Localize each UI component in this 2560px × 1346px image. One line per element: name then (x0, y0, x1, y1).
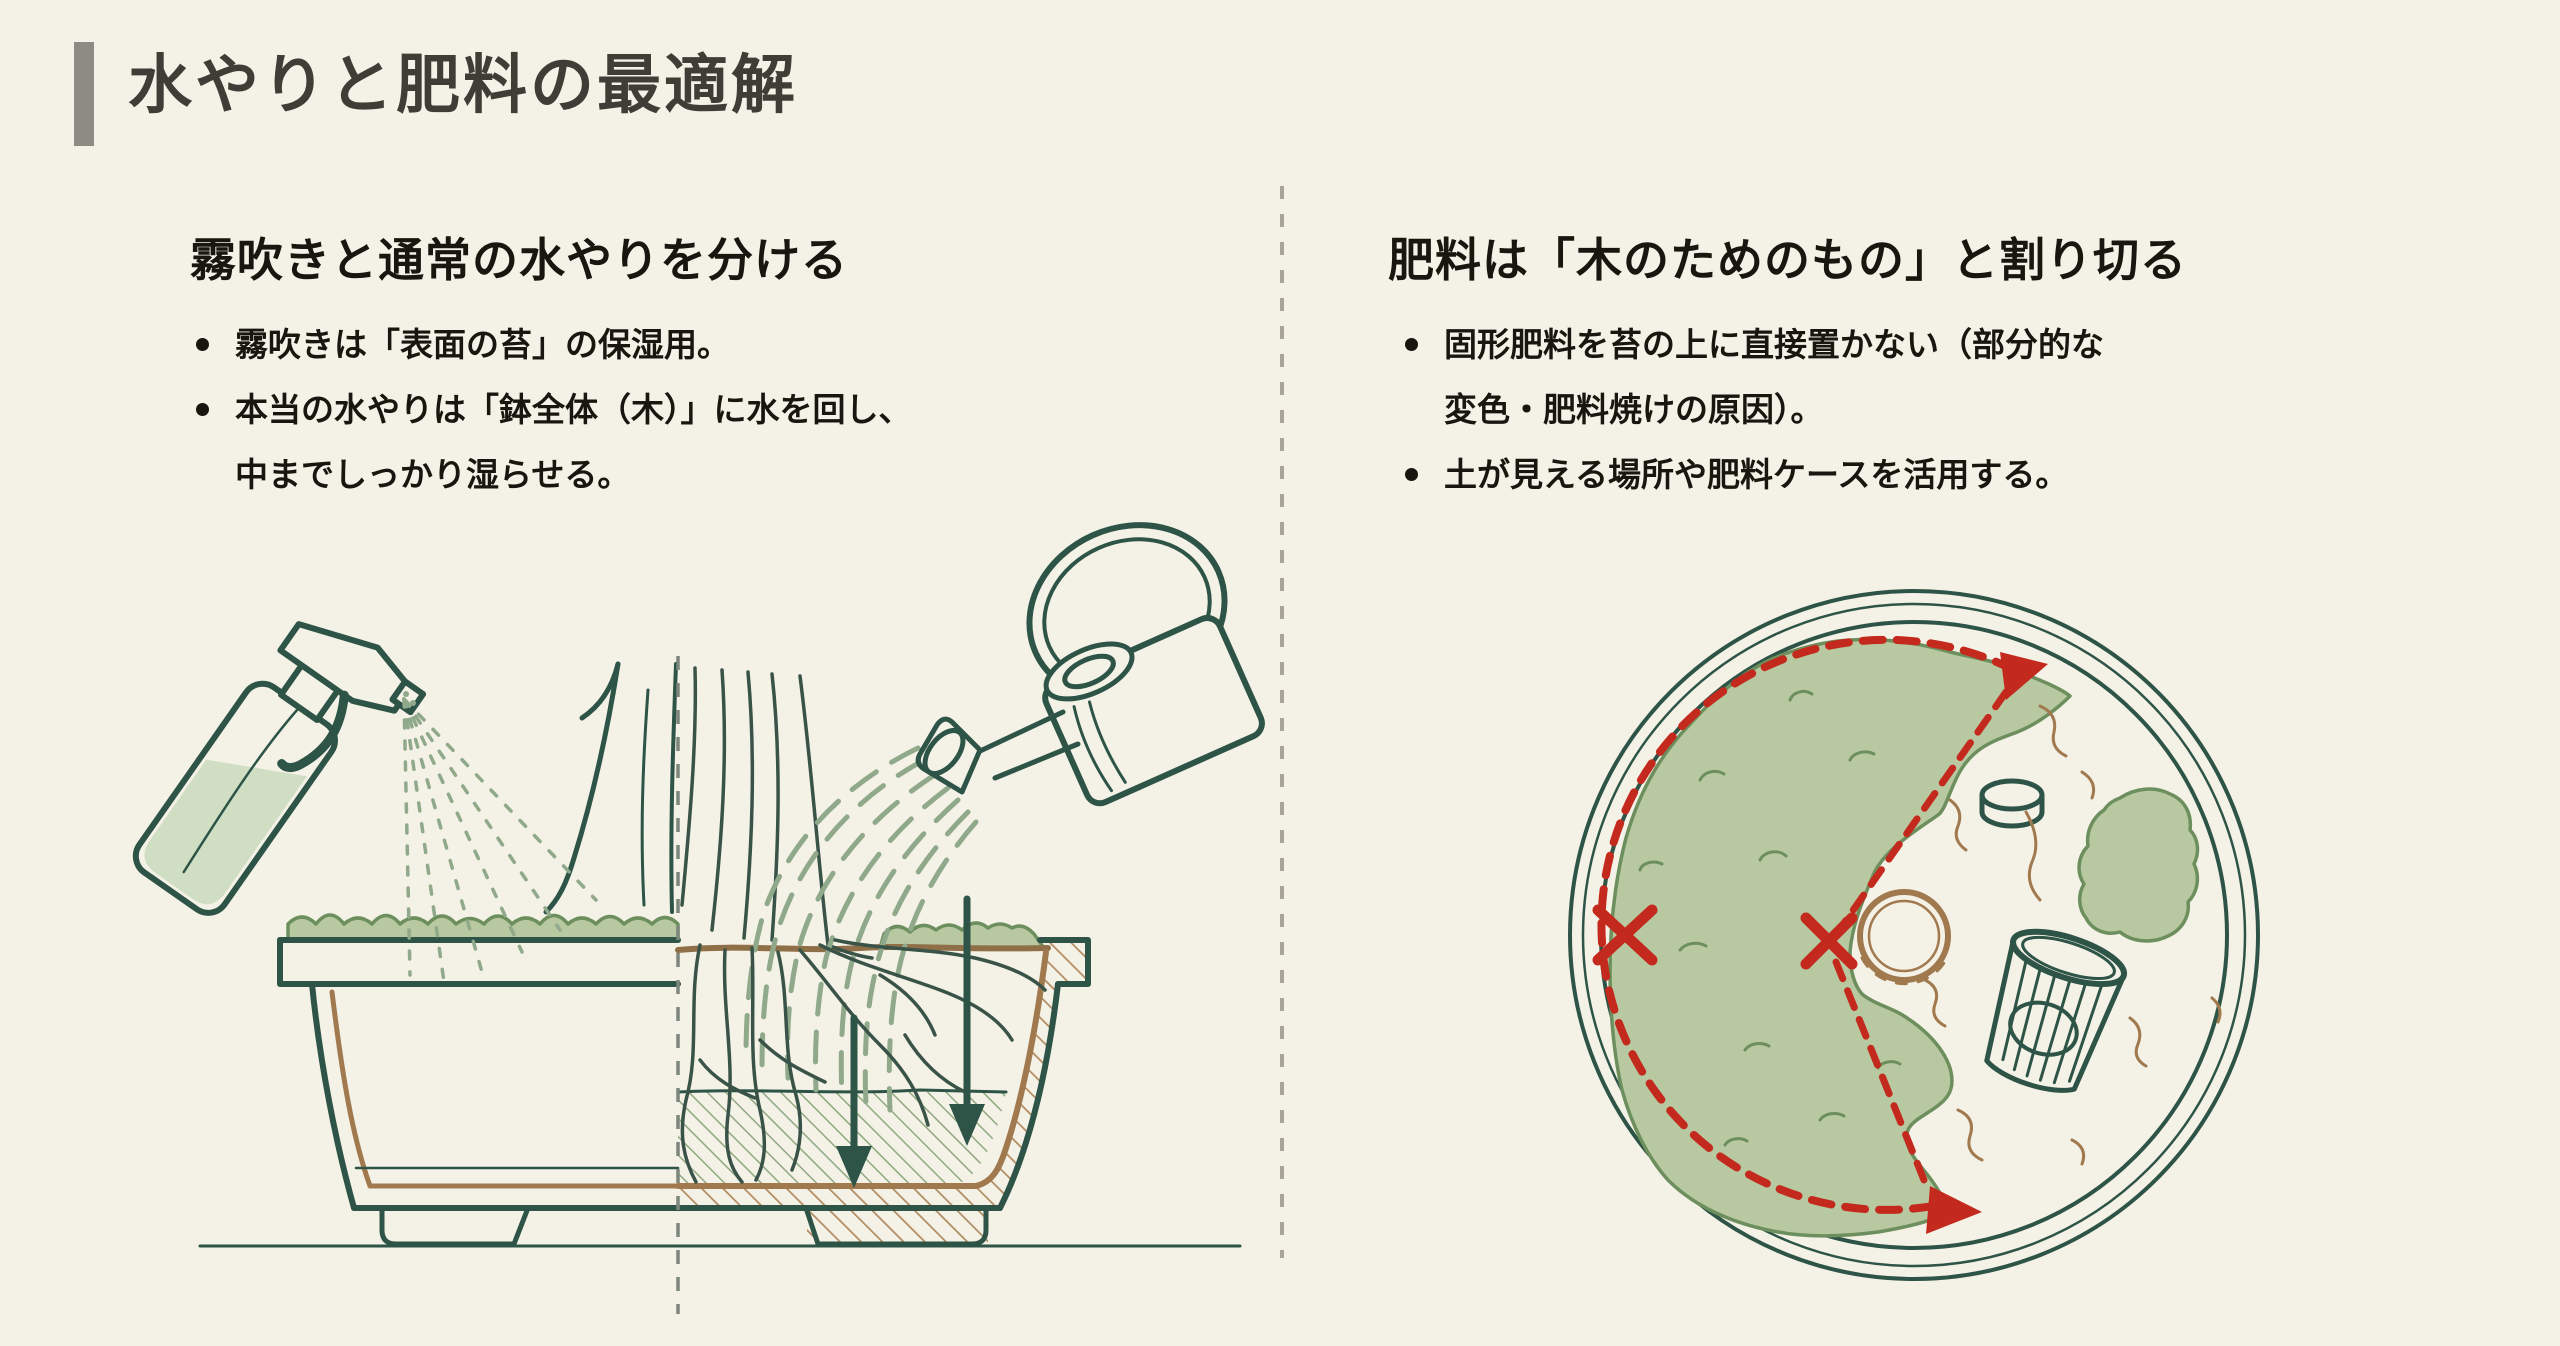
bullet-text: 固形肥料を苔の上に直接置かない（部分的な 変色・肥料焼けの原因）。 (1444, 326, 2104, 428)
spray-bottle-icon (132, 621, 427, 916)
soil-line (675, 944, 1051, 953)
bullet-dot (1405, 468, 1418, 481)
water-soak-arrows (836, 895, 985, 1188)
list-item: 固形肥料を苔の上に直接置かない（部分的な 変色・肥料焼けの原因）。 (1405, 312, 2515, 442)
fertilizer-case-icon (1984, 928, 2128, 1093)
list-item: 本当の水やりは「鉢全体（木）」に水を回し、 中までしっかり湿らせる。 (196, 377, 1256, 507)
bullet-dot (196, 403, 209, 416)
root-system (680, 938, 1047, 1184)
water-stream-lines (743, 745, 979, 1113)
bullet-dot (1405, 338, 1418, 351)
pot-wall-cross-section (678, 942, 1088, 1244)
pot-foot-left (379, 1205, 531, 1247)
pot-foot-right (803, 1205, 989, 1247)
moss-surface (286, 913, 680, 942)
list-item: 霧吹きは「表面の苔」の保湿用。 (196, 312, 1256, 377)
fertilizer-heading: 肥料は「木のためのもの」と割り切る (1388, 234, 2187, 286)
moss-patch-small (2077, 787, 2200, 943)
watering-bullets: 霧吹きは「表面の苔」の保湿用。 本当の水やりは「鉢全体（木）」に水を回し、 中ま… (196, 312, 1256, 507)
watering-can-icon (915, 522, 1265, 807)
bullet-text: 本当の水やりは「鉢全体（木）」に水を回し、 中までしっかり湿らせる。 (235, 391, 912, 493)
title-accent-bar (74, 42, 94, 146)
fertilizer-route-arc (1597, 635, 2018, 1214)
bullet-text: 土が見える場所や肥料ケースを活用する。 (1444, 456, 2069, 493)
bullet-text: 霧吹きは「表面の苔」の保湿用。 (235, 326, 730, 363)
bullet-dot (196, 338, 209, 351)
tree-trunk (543, 661, 874, 960)
moss-texture-details (1638, 689, 1902, 1147)
soil-texture-squiggles (1923, 704, 2222, 1166)
list-item: 土が見える場所や肥料ケースを活用する。 (1405, 442, 2515, 507)
left-illustration (132, 522, 1265, 1314)
mist-spray-lines (402, 691, 598, 984)
fertilizer-pellet-icon (1979, 778, 2045, 829)
right-illustration (1568, 589, 2260, 1281)
page-title: 水やりと肥料の最適解 (128, 50, 798, 121)
no-fertilizer-x-marks (1592, 904, 1858, 970)
trunk-top-view (1857, 889, 1951, 986)
moss-strip-right (878, 921, 1046, 950)
watering-heading: 霧吹きと通常の水やりを分ける (190, 234, 848, 286)
fertilizer-bullets: 固形肥料を苔の上に直接置かない（部分的な 変色・肥料焼けの原因）。 土が見える場… (1405, 312, 2515, 507)
water-level-line (676, 1088, 1008, 1094)
route-arrowheads (1926, 652, 2048, 1234)
